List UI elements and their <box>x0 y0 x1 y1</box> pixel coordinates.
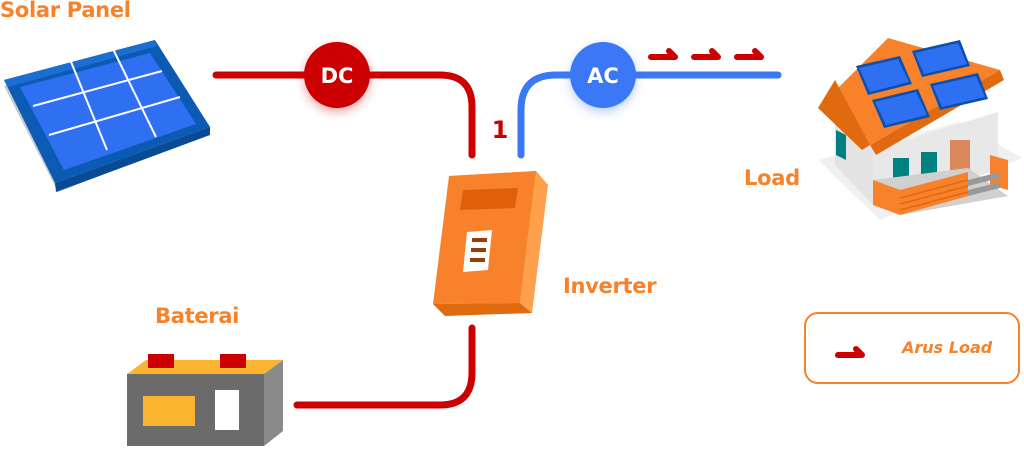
legend-arrow-icon <box>835 346 865 358</box>
battery-label: Baterai <box>155 304 240 328</box>
battery-icon <box>127 354 283 446</box>
ac-node <box>570 42 636 108</box>
flow-arrows <box>648 48 764 60</box>
flow-arrow-3 <box>734 48 764 60</box>
house-icon <box>818 38 1022 220</box>
battery-wire <box>293 324 476 409</box>
flow-arrow-2 <box>691 48 721 60</box>
solar-panel-icon <box>4 40 210 192</box>
inverter-icon <box>433 171 548 316</box>
ac-node-label: AC <box>587 64 619 88</box>
legend: Arus Load <box>804 312 1020 384</box>
junction-number: 1 <box>492 116 509 144</box>
dc-node <box>304 42 370 108</box>
dc-node-label: DC <box>321 64 354 88</box>
inverter-label: Inverter <box>563 274 657 298</box>
dc-wire <box>212 71 476 159</box>
legend-label: Arus Load <box>902 338 993 357</box>
flow-arrow-1 <box>648 48 678 60</box>
ac-wire <box>517 71 782 159</box>
load-label: Load <box>744 166 800 190</box>
solar-panel-label: Solar Panel <box>0 0 131 22</box>
